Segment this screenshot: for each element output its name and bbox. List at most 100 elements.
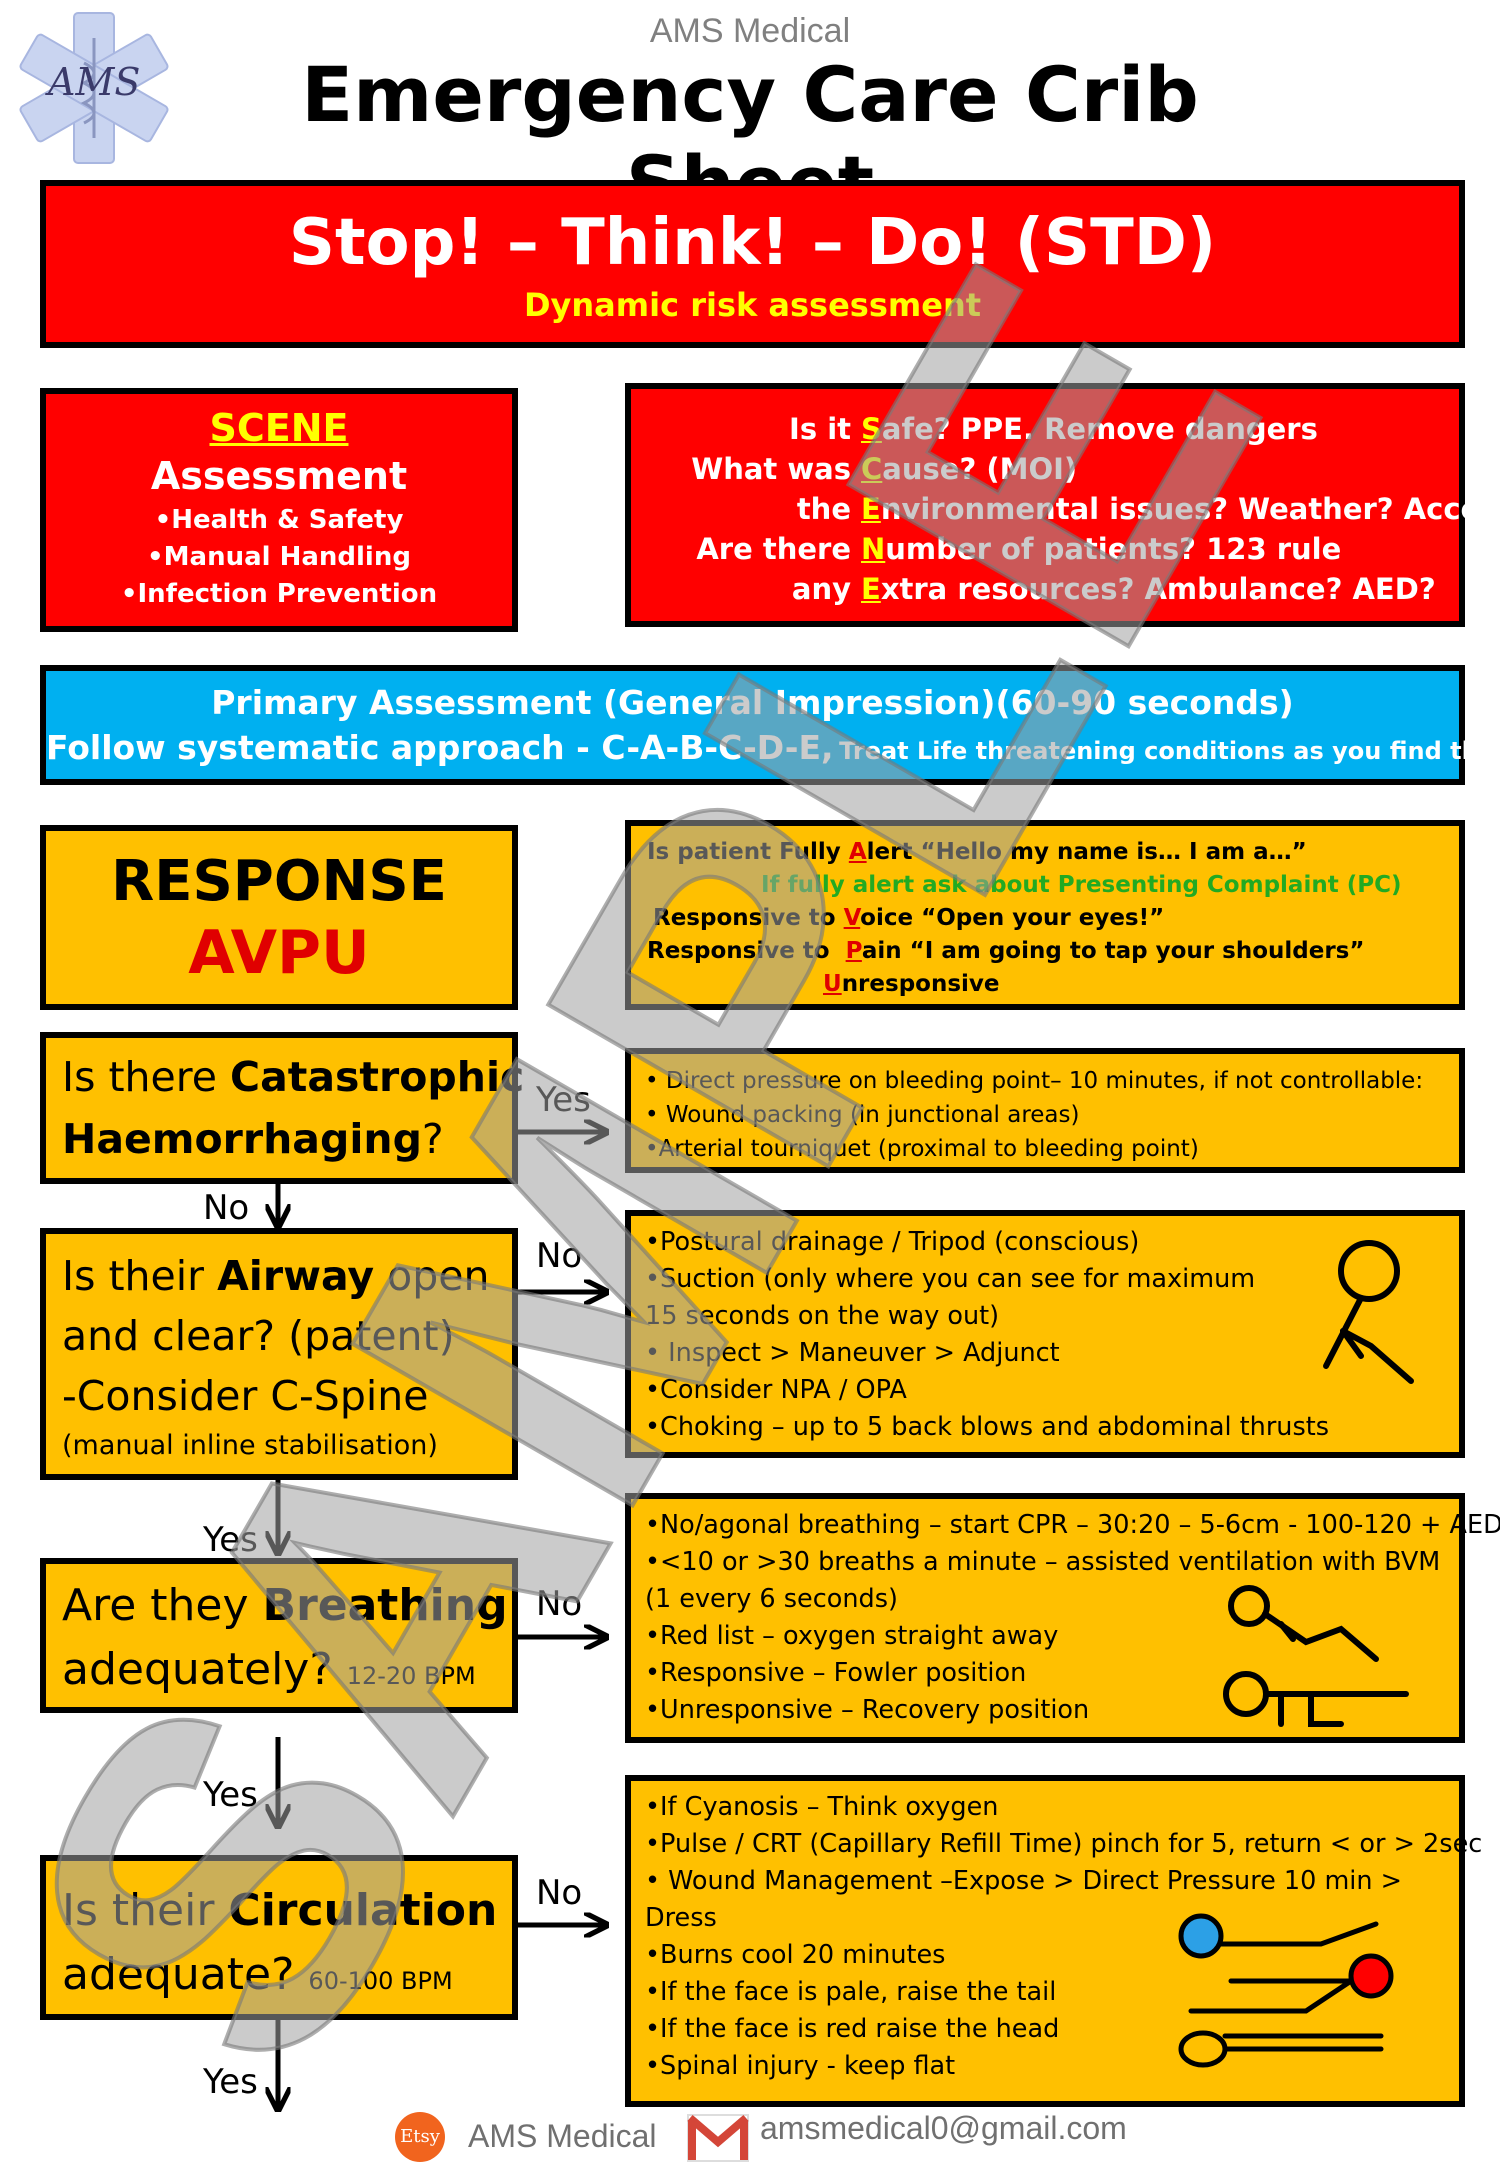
etsy-label: Etsy [400,2126,440,2147]
haem-q-pre: Is there [62,1053,217,1101]
scene-row-rest: nvironmental issues? Weather? Access? [880,492,1500,526]
scene-letter: E [861,492,881,526]
circulation-no-label: No [536,1873,583,1913]
breathing-no-label: No [536,1584,583,1624]
gmail-icon [687,2114,749,2162]
circulation-action: •If Cyanosis – Think oxygen [645,1792,999,1822]
avpu-letter-a: A [848,839,867,865]
breathing-action: •Responsive – Fowler position [645,1658,1027,1688]
haem-action: • Direct pressure on bleeding point– 10 … [645,1068,1424,1094]
org-name: AMS Medical [649,12,851,50]
scene-item: •Infection Prevention [120,579,438,609]
airway-q-bold: Airway [217,1252,375,1300]
haem-action: •Arterial tourniquet (proximal to bleedi… [645,1136,1199,1162]
airway-q-line4: (manual inline stabilisation) [62,1430,438,1461]
circulation-q-pre: Is their [62,1885,215,1936]
circulation-actions-box: •If Cyanosis – Think oxygen •Pulse / CRT… [625,1775,1482,2107]
scene-letter: C [861,452,883,486]
breathing-actions-box: •No/agonal breathing – start CPR – 30:20… [625,1493,1500,1743]
haem-yes-label: Yes [536,1080,591,1120]
std-banner: Stop! – Think! – Do! (STD) Dynamic risk … [40,180,1465,348]
breathing-yes-label: Yes [203,1775,258,1815]
breathing-q-small: 12-20 BPM [346,1662,476,1690]
primary-line2-small: Treat Life threatening conditions as you… [839,737,1500,765]
scene-letter: E [861,572,881,606]
footer-email[interactable]: amsmedical0@gmail.com [760,2110,1127,2146]
haem-q-bold: Catastrophic [230,1053,525,1101]
airway-action: •Consider NPA / OPA [645,1375,907,1405]
response-box: RESPONSE AVPU [40,825,518,1010]
scene-row-pre: Are there any [696,532,851,606]
breathing-q-line2: adequately? [62,1644,333,1695]
circulation-action: •Spinal injury - keep flat [645,2051,956,2081]
avpu-p-pre: Responsive to [647,938,830,964]
avpu-p-rest: ain “I am going to tap your shoulders” [861,938,1365,964]
avpu-letter-p: P [845,938,862,964]
circulation-action: Dress [645,1903,717,1933]
circulation-action: •If the face is red raise the head [645,2014,1060,2044]
scene-row-rest: afe? PPE. Remove dangers [881,412,1318,446]
airway-actions-box: •Postural drainage / Tripod (conscious) … [625,1210,1465,1458]
avpu-v-pre: Responsive to [653,905,836,931]
circulation-q-line2: adequate? [62,1949,295,2000]
circulation-yes-label: Yes [203,2062,258,2102]
scene-item: •Manual Handling [147,542,411,572]
avpu-note: If fully alert ask about Presenting Comp… [761,872,1402,898]
primary-line1: Primary Assessment (General Impression)(… [211,683,1294,722]
tripod-position-icon [1323,1240,1414,1384]
scene-subtitle: Assessment [150,454,408,498]
scene-title: SCENE [209,406,349,450]
primary-line2: Follow systematic approach - C-A-B-C-D-E… [46,728,834,767]
scene-row-rest: ause? (MOI) [882,452,1078,486]
footer-brand: AMS Medical [468,2118,657,2154]
scene-box: SCENE Assessment •Health & Safety •Manua… [40,388,518,632]
haem-no-label: No [203,1188,250,1228]
std-subtitle: Dynamic risk assessment [523,286,982,324]
breathing-q-pre: Are they [62,1580,249,1631]
scene-checklist-box: Is it What was the Are there any Do you … [625,383,1500,686]
haem-action: • Wound packing (in junctional areas) [645,1102,1080,1128]
breathing-action: •<10 or >30 breaths a minute – assisted … [645,1547,1441,1577]
airway-q-post: open [387,1252,490,1300]
breathing-question-box: Are they Breathing adequately? 12-20 BPM [40,1558,518,1713]
breathing-q-bold: Breathing [262,1580,508,1631]
breathing-action: •No/agonal breathing – start CPR – 30:20… [645,1510,1500,1540]
breathing-action: •Unresponsive – Recovery position [645,1695,1090,1725]
avpu-a-pre: Is patient Fully [647,839,841,865]
airway-no-label: No [536,1236,583,1276]
breathing-action: •Red list – oxygen straight away [645,1621,1059,1651]
primary-assessment-banner: Primary Assessment (General Impression)(… [40,665,1500,785]
avpu-letter-v: V [843,905,861,931]
avpu-box: Is patient Fully Alert “Hello my name is… [625,820,1465,1010]
scene-row-rest: xtra resources? Ambulance? AED? [880,572,1436,606]
logo-text: AMS [48,60,141,104]
response-title: RESPONSE [111,849,447,914]
scene-letter: S [861,412,882,446]
airway-question-box: Is their Airway open and clear? (patent)… [40,1228,518,1480]
star-of-life-logo: AMS [14,8,174,168]
haem-q-bold2: Haemorrhaging [62,1115,422,1163]
etsy-icon: Etsy [395,2112,445,2162]
circulation-action: •Burns cool 20 minutes [645,1940,946,1970]
haem-q-post: ? [421,1115,444,1163]
circulation-action: •If the face is pale, raise the tail [645,1977,1057,2007]
scene-row-rest: umber of patients? 123 rule [885,532,1342,566]
airway-action: • Inspect > Maneuver > Adjunct [645,1338,1060,1368]
haemorrhage-actions-box: • Direct pressure on bleeding point– 10 … [625,1048,1465,1173]
scene-row-pre: Is it [789,412,851,446]
response-acronym: AVPU [188,918,370,988]
scene-item: •Health & Safety [154,505,404,535]
avpu-letter-u: U [823,971,842,997]
std-title: Stop! – Think! – Do! (STD) [288,206,1217,280]
circulation-action: • Wound Management –Expose > Direct Pres… [645,1866,1403,1896]
shock-positioning-icon [1178,1913,1394,2068]
avpu-a-rest: lert “Hello my name is… I am a…” [866,839,1307,865]
breathing-action: (1 every 6 seconds) [645,1584,898,1614]
scene-letter: N [861,532,886,566]
airway-action: •Choking – up to 5 back blows and abdomi… [645,1412,1330,1442]
airway-q-line2: and clear? (patent) [62,1312,455,1360]
scene-row-pre: What was the [691,452,851,526]
avpu-v-rest: oice “Open your eyes!” [860,905,1165,931]
